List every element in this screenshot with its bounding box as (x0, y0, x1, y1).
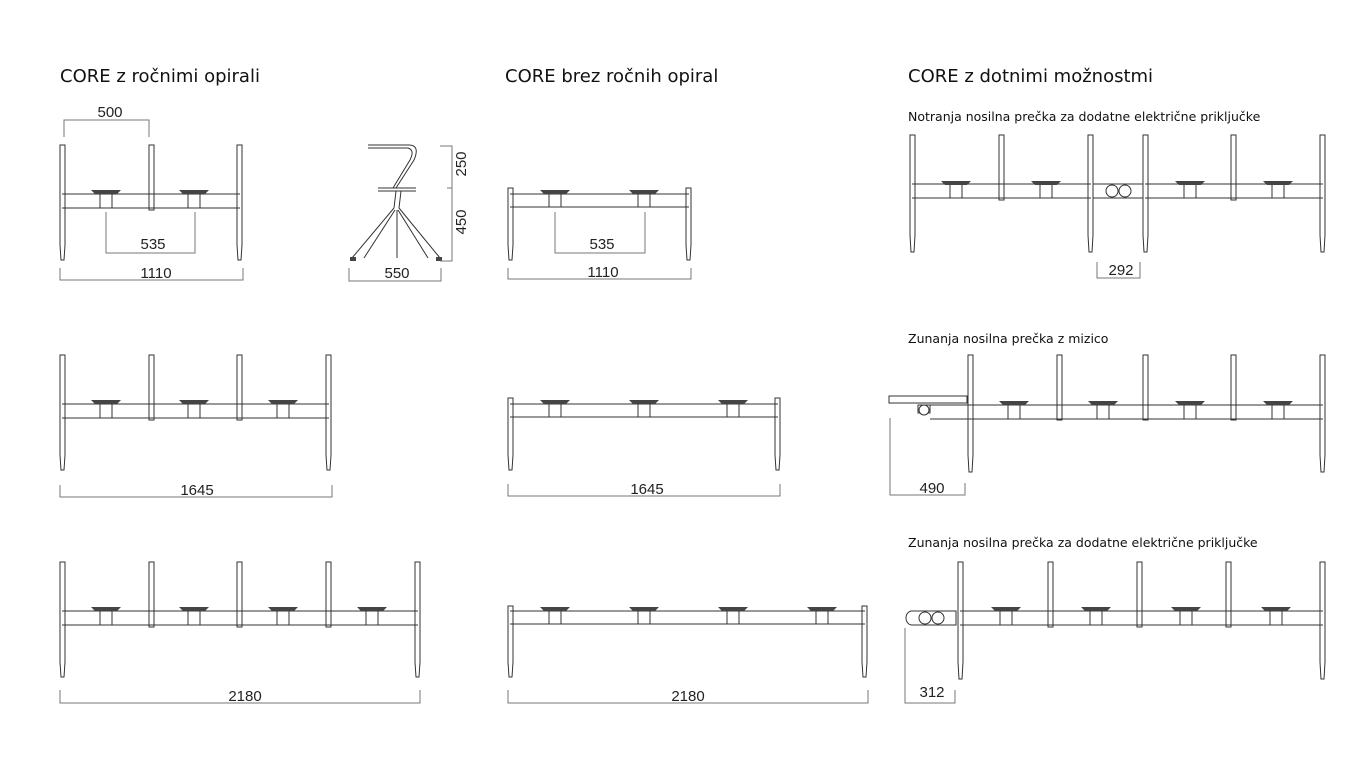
dim-seat-spacing-b: 535 (589, 236, 614, 253)
dim-side-height-bottom: 450 (453, 209, 470, 234)
dim-side-depth: 550 (384, 265, 409, 282)
dim-width-4-a: 2180 (228, 688, 261, 705)
title-with-armrests: CORE z ročnimi opirali (60, 66, 260, 87)
bench-3-seat-no-armrests (507, 397, 781, 497)
bench-outer-beam (904, 561, 1326, 704)
dim-width-4-b: 2180 (671, 688, 704, 705)
bench-outer-table (888, 354, 1326, 496)
bench-2-seat-armrests (59, 119, 244, 281)
subtitle-outer-beam: Zunanja nosilna prečka za dodatne elektr… (908, 535, 1258, 550)
dim-table-width: 490 (919, 480, 944, 497)
dim-side-height-top: 250 (453, 151, 470, 176)
side-profile (348, 144, 453, 282)
dim-armrest-spacing: 500 (97, 104, 122, 121)
bench-4-seat-armrests (59, 561, 421, 704)
dim-inner-beam-width: 292 (1108, 262, 1133, 279)
bench-inner-beam (909, 134, 1326, 279)
dim-outer-beam-width: 312 (919, 684, 944, 701)
dim-width-3-a: 1645 (180, 482, 213, 499)
subtitle-outer-table: Zunanja nosilna prečka z mizico (908, 331, 1109, 346)
bench-3-seat-armrests (59, 354, 333, 498)
dim-width-2-b: 1110 (587, 264, 618, 281)
title-without-armrests: CORE brez ročnih opiral (505, 66, 719, 87)
subtitle-inner-beam: Notranja nosilna prečka za dodatne elekt… (908, 109, 1261, 124)
title-options: CORE z dotnimi možnostmi (908, 66, 1154, 87)
bench-2-seat-no-armrests (507, 187, 692, 280)
dim-seat-spacing-a: 535 (140, 236, 165, 253)
bench-4-seat-no-armrests (507, 605, 869, 704)
dim-width-2-a: 1110 (140, 265, 171, 282)
dim-width-3-b: 1645 (630, 481, 663, 498)
